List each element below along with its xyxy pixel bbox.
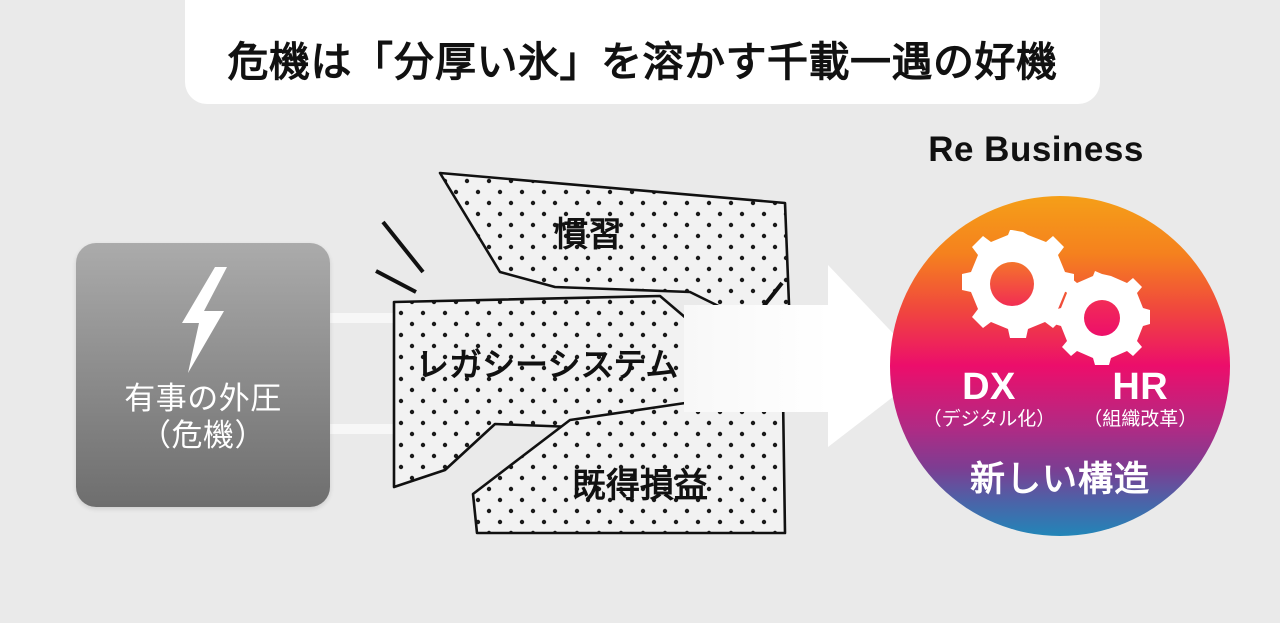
crisis-label: 有事の外圧 （危機） bbox=[124, 381, 282, 454]
crack-lines-left bbox=[375, 220, 425, 294]
connector-band-top bbox=[324, 313, 406, 323]
ice-block-legacy-label: レガシーシステム bbox=[416, 345, 678, 384]
rebusiness-item-dx: DX （デジタル化） bbox=[923, 368, 1056, 431]
page-title: 危機は「分厚い氷」を溶かす千載一遇の好機 bbox=[227, 38, 1058, 86]
ice-block-kitoku: 既得損益 bbox=[471, 394, 787, 535]
rebusiness-item-dx-sub: （デジタル化） bbox=[922, 408, 1056, 430]
rebusiness-item-hr-sub: （組織改革） bbox=[1083, 408, 1198, 430]
gear-hub-holes bbox=[990, 262, 1120, 336]
ice-block-kanshu-label: 慣習 bbox=[554, 215, 622, 255]
rebusiness-item-hr: HR （組織改革） bbox=[1083, 368, 1197, 431]
connector-band-bottom bbox=[324, 424, 406, 434]
rebusiness-items: DX （デジタル化） HR （組織改革） bbox=[890, 368, 1230, 431]
crisis-label-line1: 有事の外圧 bbox=[124, 381, 282, 417]
rebusiness-item-dx-main: DX bbox=[962, 366, 1016, 408]
rebusiness-group: Re Business bbox=[866, 130, 1230, 540]
rebusiness-footer: 新しい構造 bbox=[969, 460, 1150, 500]
ice-block-kanshu: 慣習 bbox=[438, 171, 792, 332]
rebusiness-item-hr-main: HR bbox=[1112, 366, 1169, 408]
crisis-label-line2: （危機） bbox=[140, 417, 266, 454]
title-banner: 危機は「分厚い氷」を溶かす千載一遇の好機 bbox=[185, 0, 1100, 104]
transformation-arrow bbox=[684, 265, 928, 447]
crisis-card: 有事の外圧 （危機） bbox=[76, 243, 330, 507]
rebusiness-caption: Re Business bbox=[928, 130, 1144, 169]
ice-block-legacy: レガシーシステム bbox=[392, 294, 702, 489]
ice-block-kitoku-label: 既得損益 bbox=[572, 466, 708, 506]
rebusiness-circle: DX （デジタル化） HR （組織改革） 新しい構造 bbox=[890, 196, 1230, 536]
lightning-bolt-icon bbox=[182, 267, 227, 373]
